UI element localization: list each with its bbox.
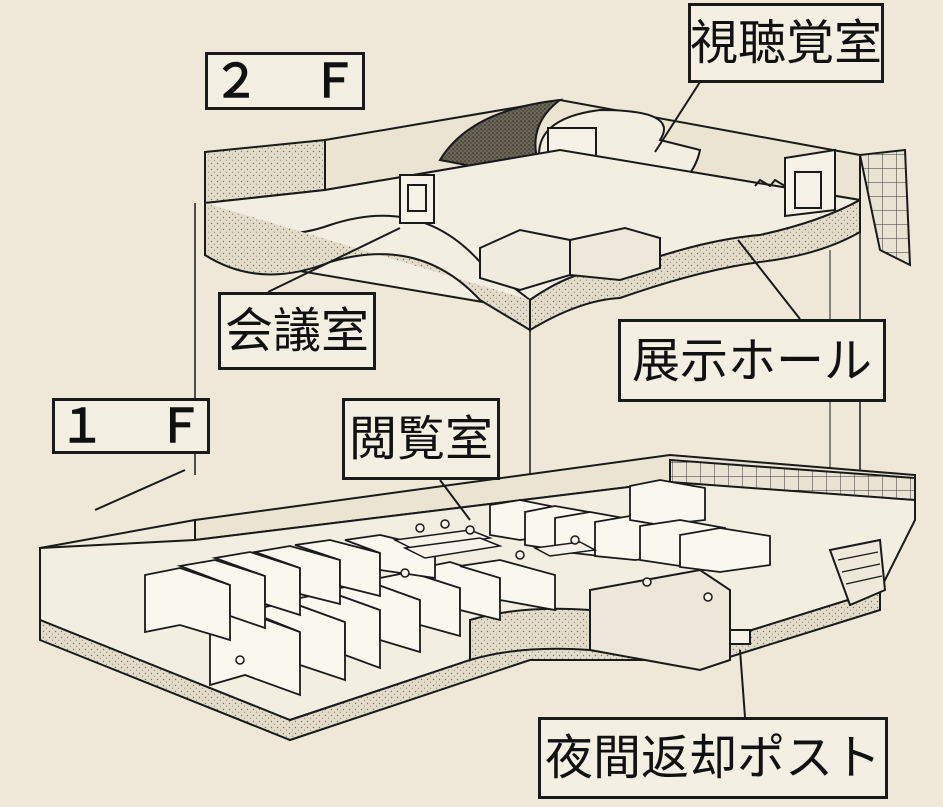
1f-inner-wall [469, 607, 591, 662]
2f-right-room [784, 148, 836, 218]
floor-label-2f: ２ Ｆ [205, 52, 365, 110]
shelf-20 [679, 527, 771, 573]
floor-label-1f: １ Ｆ [52, 398, 210, 454]
reading-room-label: 閲覧室 [342, 398, 500, 480]
shelf-9 [176, 559, 266, 630]
shelf-18 [629, 479, 706, 526]
night-return-post-label: 夜間返却ポスト [538, 717, 888, 799]
conference-room-door [399, 174, 435, 224]
shelf-12 [294, 539, 381, 598]
reading-tables [235, 519, 713, 665]
shelf-7 [459, 559, 556, 612]
av-room-label: 視聴覚室 [688, 3, 884, 83]
av-room-leader [654, 81, 701, 153]
1f-floor-leader [94, 469, 186, 511]
night-return-post-leader [739, 649, 746, 718]
reading-table-3 [532, 541, 598, 557]
1f-slab-front [39, 588, 881, 742]
night-return-post-slot [729, 629, 751, 645]
shelf-11 [251, 545, 341, 606]
shelf-10 [211, 551, 301, 617]
bookshelves [144, 479, 771, 697]
reading-table-1 [392, 529, 493, 551]
2f-right-window [858, 148, 912, 267]
leader-lines [94, 81, 801, 718]
reading-table-2 [402, 537, 503, 559]
conference-room-label: 会議室 [218, 292, 376, 370]
2f-stair-rail [754, 178, 786, 188]
second-floor [204, 98, 912, 332]
shelf-8 [144, 567, 231, 642]
exhibition-hall-leader [737, 239, 801, 320]
2f-slab-front-left [204, 203, 531, 332]
reading-room-leader [439, 479, 471, 521]
conference-room-leader [267, 227, 401, 293]
exhibition-hall-label: 展示ホール [618, 319, 886, 402]
2f-small-room-b [569, 226, 661, 282]
1f-entrance-stairs [828, 538, 887, 607]
